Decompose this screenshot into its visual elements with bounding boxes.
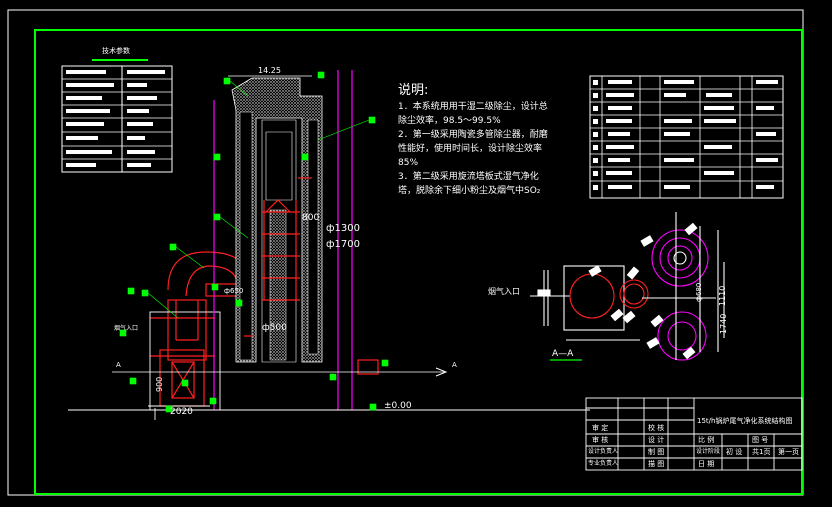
dim-1740: 1740 (719, 313, 728, 334)
tb-drawing-no: 图 号 (752, 436, 769, 444)
tb-drafting: 制 图 (648, 448, 665, 456)
swirl-trays (262, 177, 312, 301)
design-notes: 说明: 1．本系统用用干湿二级除尘，设计总 除尘效率，98.5～99.5% 2．… (398, 84, 588, 198)
dim-d1300: ф1300 (326, 223, 360, 234)
tb-stage: 设计阶段 (696, 448, 721, 455)
notes-line: 塔，脱除余下细小粉尘及烟气中SO₂ (398, 186, 541, 196)
notes-line: 除尘效率，98.5～99.5% (398, 116, 501, 126)
dim-d680: ф680 (695, 282, 703, 302)
flue-inlet-label: 烟气入口 (488, 287, 520, 296)
inlet-duct (150, 251, 247, 407)
tb-design: 设 计 (648, 436, 665, 444)
leader-tags (119, 71, 389, 413)
section-view (530, 212, 725, 361)
tower-walls (231, 77, 323, 363)
tech-params-table (61, 59, 173, 173)
dim-800: 800 (302, 213, 320, 223)
tb-stage-value: 初 设 (726, 448, 743, 456)
equipment-table (589, 75, 784, 199)
dim-d1700: ф1700 (326, 239, 360, 250)
notes-line: 3．第二级采用旋流塔板式湿气净化 (398, 172, 539, 182)
elevation-zero: ±0.00 (384, 401, 412, 411)
tech-params-title: 技术参数 (102, 47, 130, 55)
dim-d650: ф650 (224, 287, 244, 295)
tb-discipline-lead: 专业负责人 (588, 460, 619, 467)
section-view-title: A—A (552, 349, 574, 359)
notes-line: 性能好，使用时间长，设计除尘效率 (398, 144, 543, 154)
notes-line: 2．第一级采用陶瓷多管除尘器，耐磨 (398, 130, 548, 140)
tb-review: 审 核 (592, 436, 609, 444)
tb-date: 日 期 (698, 460, 715, 468)
notes-line: 85% (398, 158, 419, 168)
section-mark-right: A (452, 361, 457, 369)
drawing-title: 15t/h锅炉尾气净化系统结构图 (697, 417, 793, 425)
dim-1110: 1110 (718, 285, 727, 306)
tb-page: 第一页 (778, 448, 799, 456)
tb-tracing: 描 图 (648, 460, 665, 468)
drawing-border (34, 29, 803, 495)
section-arrow (435, 367, 448, 377)
tower-base (244, 335, 379, 375)
section-mark-left: A (116, 361, 121, 369)
tb-total-pages: 共1页 (752, 448, 771, 456)
dim-top-width: 14.25 (258, 66, 281, 75)
flue-inlet-label-left: 烟气入口 (114, 325, 139, 332)
tb-approve: 审 定 (592, 424, 609, 432)
dim-d500: ф500 (262, 323, 287, 333)
tb-check: 校 核 (648, 424, 665, 432)
title-block-frame (585, 397, 803, 471)
tb-scale: 比 例 (698, 436, 715, 444)
tb-design-lead: 设计负责人 (588, 448, 619, 455)
dim-2020: 2020 (170, 407, 193, 417)
notes-title: 说明: (398, 83, 429, 98)
notes-line: 1．本系统用用干湿二级除尘，设计总 (398, 102, 548, 112)
dim-900: 900 (155, 376, 164, 392)
